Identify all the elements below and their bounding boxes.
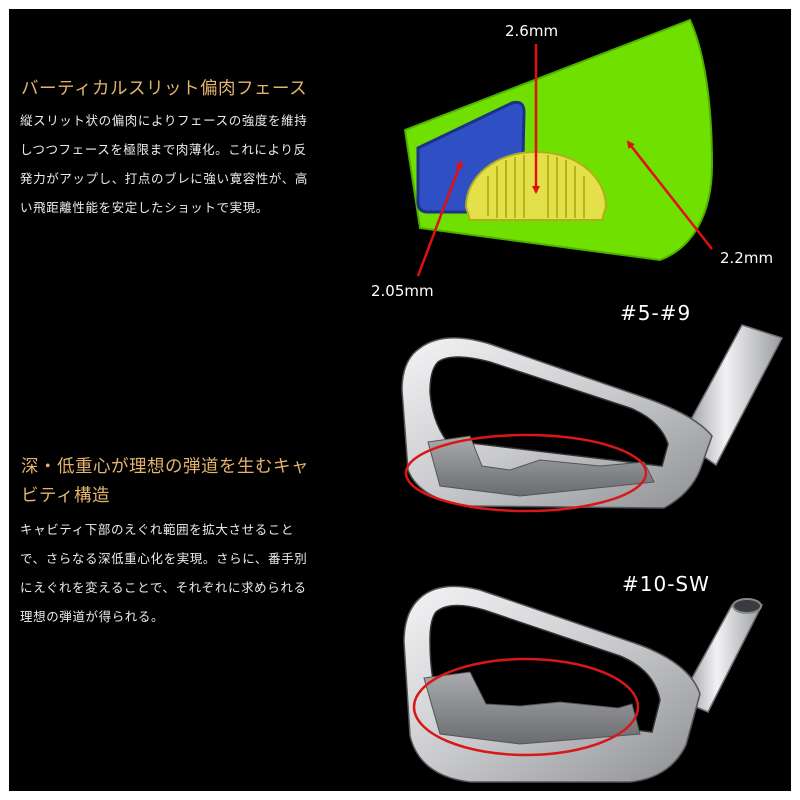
cavity-opening <box>429 604 661 733</box>
thickness-arrow-right <box>626 140 713 250</box>
cavity-undercut <box>427 435 655 497</box>
section2-line: にえぐれを変えることで、それぞれに求められる <box>20 580 307 595</box>
club-label-5-9: #5-#9 <box>620 301 692 325</box>
club-head-5-9 <box>401 324 784 513</box>
section2-line: キャビティ下部のえぐれ範囲を拡大させること <box>20 522 294 537</box>
cavity-opening <box>429 356 669 467</box>
section2-line: で、さらなる深低重心化を実現。さらに、番手別 <box>20 551 308 566</box>
section1-body: 縦スリット状の偏肉によりフェースの強度を維持 しつつフェースを極限まで肉薄化。こ… <box>20 106 308 222</box>
club-label-10-sw: #10-SW <box>622 572 710 596</box>
thickness-arrow-left <box>416 160 463 277</box>
thickness-label-left: 2.05mm <box>371 282 434 300</box>
face-thickness-diagram <box>403 18 714 277</box>
undercut-highlight-ring <box>412 657 640 757</box>
product-feature-panel: バーティカルスリット偏肉フェース 縦スリット状の偏肉によりフェースの強度を維持 … <box>9 9 791 791</box>
thickness-label-top: 2.6mm <box>505 22 559 40</box>
hosel-bore <box>732 598 762 614</box>
section1-line: い飛距離性能を安定したショットで実現。 <box>20 200 269 215</box>
undercut-highlight-ring <box>404 433 648 513</box>
section2-line: 理想の弾道が得られる。 <box>20 609 165 624</box>
section1-heading: バーティカルスリット偏肉フェース <box>21 79 308 99</box>
section2-heading-line: ビティ構造 <box>21 486 110 506</box>
section2-body: キャビティ下部のえぐれ範囲を拡大させること で、さらなる深低重心化を実現。さらに… <box>20 515 307 631</box>
section1-line: 発力がアップし、打点のブレに強い寛容性が、高 <box>20 171 308 186</box>
section1-line: しつつフェースを極限まで肉薄化。これにより反 <box>20 142 307 157</box>
illustration-canvas <box>401 18 784 783</box>
thickness-label-right: 2.2mm <box>720 249 774 267</box>
cavity-undercut <box>423 671 641 745</box>
club-head-10-sw <box>403 585 764 783</box>
section2-heading-line: 深・低重心が理想の弾道を生むキャ <box>21 457 309 477</box>
section2-heading: 深・低重心が理想の弾道を生むキャ ビティ構造 <box>21 453 309 511</box>
section1-line: 縦スリット状の偏肉によりフェースの強度を維持 <box>20 113 308 128</box>
